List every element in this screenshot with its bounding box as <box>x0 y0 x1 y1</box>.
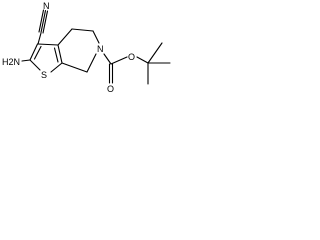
tbu-methyl-up-bond <box>147 42 163 64</box>
c2-nh2-bond <box>21 59 31 62</box>
c3a-c7a-double-bond-b <box>53 47 59 63</box>
c3-c3a-bond <box>37 43 59 46</box>
c2-c3-double-bond-a <box>29 43 39 61</box>
ester-o-tbu-bond <box>136 56 149 64</box>
nitrile-n-label: N <box>43 1 50 11</box>
nitrile-bond-1 <box>38 9 45 33</box>
carbonyl-oxygen-label: O <box>107 84 114 94</box>
c3a-c7a-double-bond-a <box>57 44 63 64</box>
ring-nitrogen-label: N <box>97 44 104 54</box>
amino-label: H2N <box>2 57 20 67</box>
n6-c7-bond <box>86 53 97 73</box>
ester-oxygen-label: O <box>128 52 135 62</box>
c2-c3-double-bond-b <box>33 45 42 60</box>
s-c2-bond <box>29 59 41 71</box>
c7a-s-bond <box>50 62 63 73</box>
c4-c5-bond <box>71 28 94 32</box>
carbonyl-ester-o-bond <box>110 56 128 65</box>
c3-cn-bond <box>37 32 42 45</box>
ring-sulfur-label: S <box>41 70 47 80</box>
molecule-structure: N H2N S N O O <box>2 1 171 94</box>
nitrile-bond-2 <box>40 9 47 34</box>
c5-n6-bond <box>92 30 100 44</box>
c3a-c4-bond <box>57 28 73 46</box>
nitrile-bond-3 <box>42 10 49 34</box>
n6-carbonyl-bond <box>103 53 112 65</box>
c7-c7a-bond <box>61 62 88 73</box>
